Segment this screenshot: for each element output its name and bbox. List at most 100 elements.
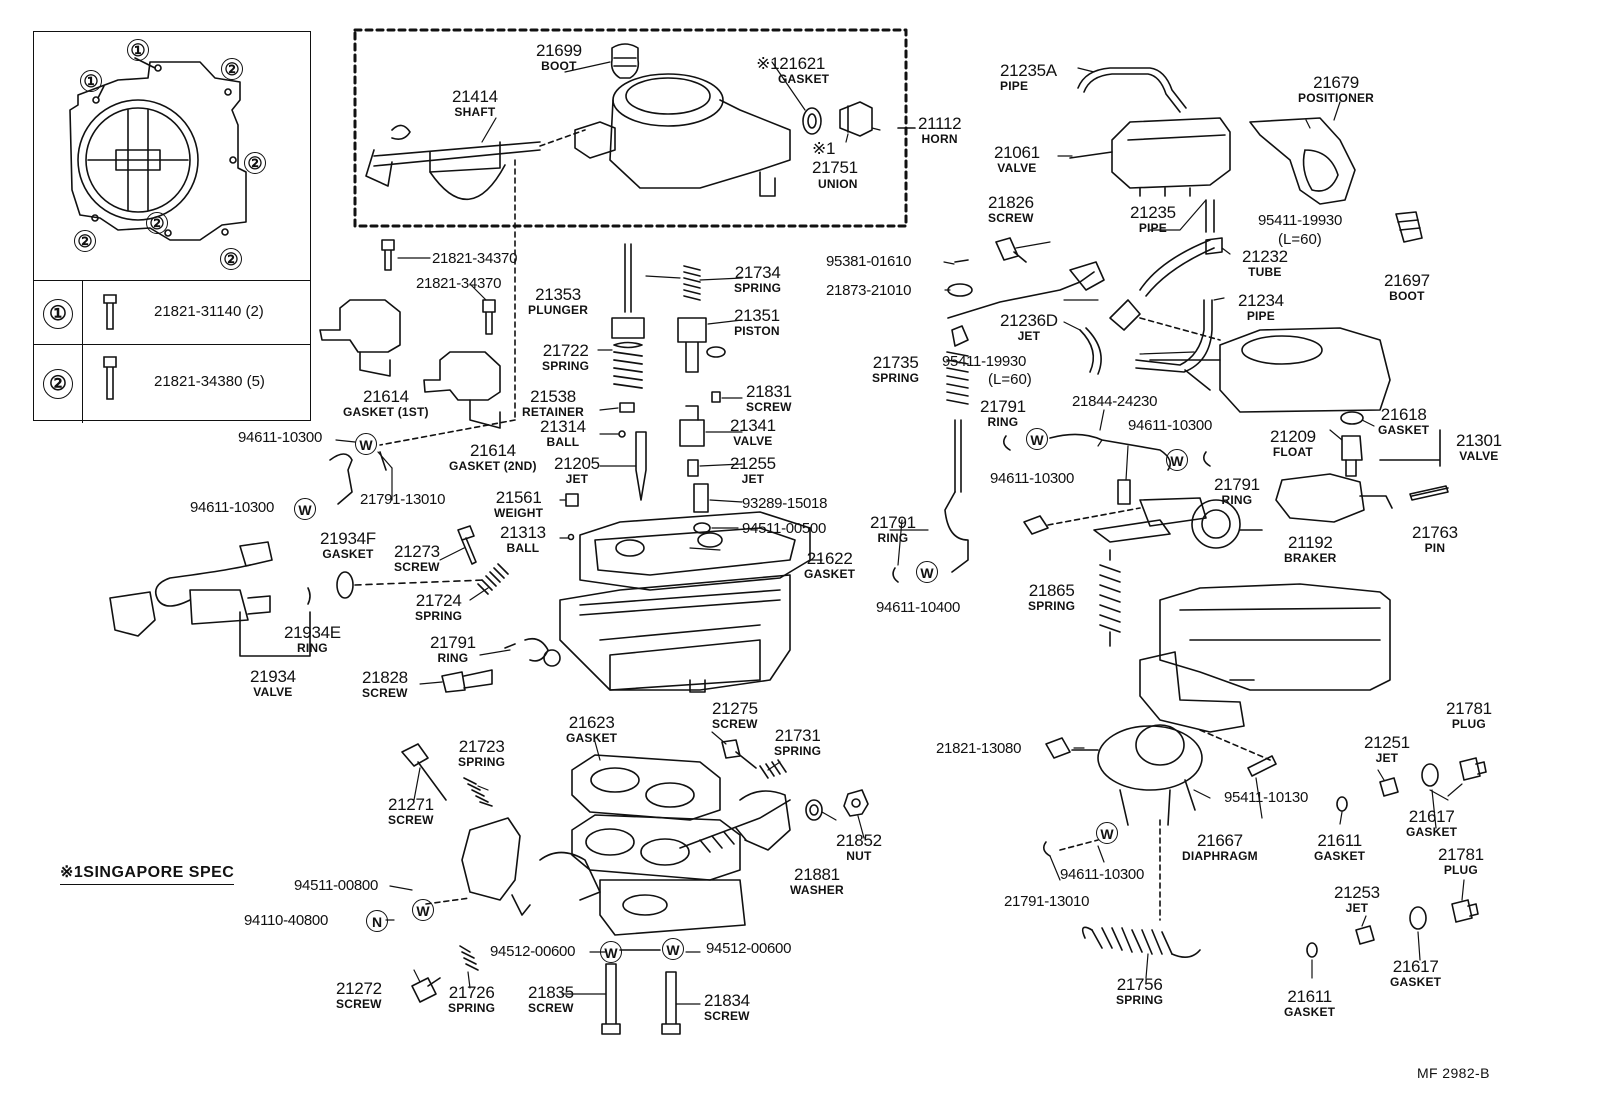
key-row-1: ① 21821-31140 (2) (34, 280, 310, 347)
code-94611-10300[interactable]: 94611-10300 (238, 429, 323, 446)
callout-1: ① (80, 70, 102, 92)
code-21791-13010[interactable]: 21791-13010 (1004, 893, 1090, 910)
key-symbol-1: ① (43, 299, 73, 329)
carburetor-body (559, 511, 811, 693)
code-95411-19930[interactable]: 95411-19930 (942, 353, 1027, 370)
code-93289-15018[interactable]: 93289-15018 (742, 495, 828, 512)
code-94611-10400[interactable]: 94611-10400 (876, 599, 961, 616)
code-94611-10300[interactable]: 94611-10300 (990, 470, 1075, 487)
code-94110-40800[interactable]: 94110-40800 (244, 912, 329, 929)
code-21821-13080[interactable]: 21821-13080 (936, 740, 1022, 757)
singapore-spec-note: ※1SINGAPORE SPEC (60, 862, 235, 885)
code-21821-34370[interactable]: 21821-34370 (432, 250, 518, 267)
washer-mark-w: W (662, 938, 684, 960)
code-95411-10130[interactable]: 95411-10130 (1224, 789, 1309, 806)
code-94611-10300[interactable]: 94611-10300 (1128, 417, 1213, 434)
code-21821-34370[interactable]: 21821-34370 (416, 275, 502, 292)
code-21873-21010[interactable]: 21873-21010 (826, 282, 912, 299)
code-21791-13010[interactable]: 21791-13010 (360, 491, 446, 508)
code-95411-19930[interactable]: 95411-19930 (1258, 212, 1343, 229)
horn-body (574, 73, 791, 197)
code-94611-10300[interactable]: 94611-10300 (1060, 866, 1145, 883)
washer-mark-w: W (1096, 822, 1118, 844)
code-94511-00800[interactable]: 94511-00800 (294, 877, 379, 894)
code-21844-24230[interactable]: 21844-24230 (1072, 393, 1158, 410)
bolt-icon (103, 294, 117, 330)
code-94512-00600[interactable]: 94512-00600 (706, 940, 792, 957)
code-94611-10300[interactable]: 94611-10300 (190, 499, 275, 516)
washer-mark-w: W (600, 941, 622, 963)
code-94511-00500[interactable]: 94511-00500 (742, 520, 827, 537)
code-95381-01610[interactable]: 95381-01610 (826, 253, 912, 270)
code-94512-00600[interactable]: 94512-00600 (490, 943, 576, 960)
